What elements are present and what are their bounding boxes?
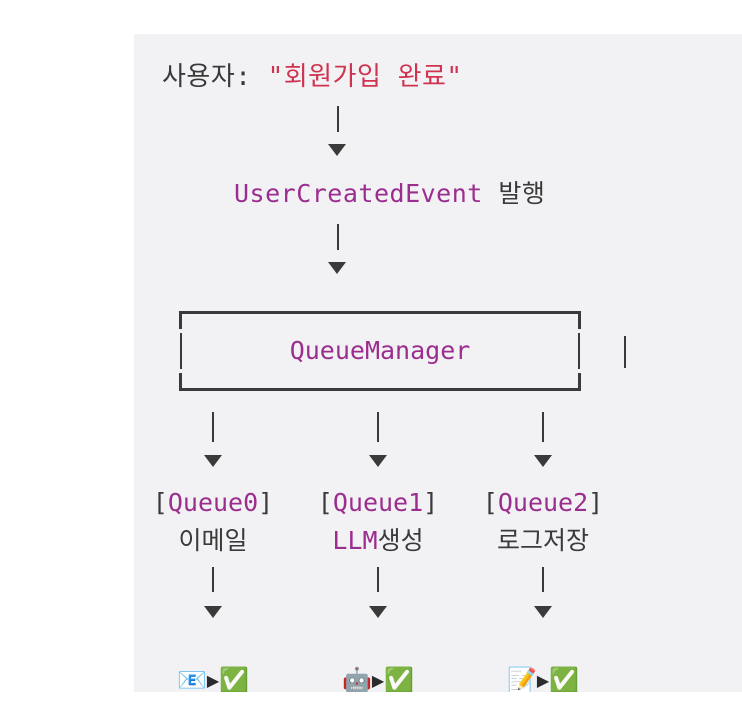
check-mark-icon: ✅ [549,666,580,692]
memo-icon: 📝 [506,666,537,692]
bracket-open: [ [152,488,168,517]
arrow-right-icon: ▶ [206,671,220,690]
queue-id-label: Queue2 [497,488,589,517]
queue-column-1: [Queue1] LLM생성 [293,488,463,556]
queue-description-code-1: LLM [332,525,378,555]
connector-arrow-manager-to-queue-0 [204,455,222,467]
connector-pipe-queue-0-to-result [212,567,214,592]
queue-result-0: 📧▶✅ [134,668,298,692]
connector-arrow-event-to-manager [328,262,346,274]
queue-description-text-1: 생성 [377,525,424,555]
user-message-text: "회원가입 완료" [267,62,463,92]
box-right-pipe [578,333,580,369]
queue-column-2: [Queue2] 로그저장 [458,488,628,556]
queue-name-1: [Queue1] [293,488,463,518]
event-published-line: UserCreatedEvent 발행 [234,181,545,206]
event-name: UserCreatedEvent [234,179,483,208]
connector-arrow-queue-0-to-result [204,606,222,618]
user-label: 사용자: [162,62,252,92]
queue-id-label: Queue1 [332,488,424,517]
bracket-close: ] [588,488,604,517]
bracket-close: ] [258,488,274,517]
queue-column-0: [Queue0] 이메일 [134,488,298,556]
queue-manager-label: QueueManager [289,336,471,365]
connector-pipe-manager-to-queue-1 [377,412,379,442]
connector-pipe-queue-1-to-result [377,567,379,592]
queue-description-2: 로그저장 [496,525,589,555]
connector-arrow-manager-to-queue-1 [369,455,387,467]
check-mark-icon: ✅ [219,666,250,692]
user-message-line: 사용자: "회원가입 완료" [162,64,463,90]
connector-arrow-queue-1-to-result [369,606,387,618]
connector-arrow-user-to-event [328,144,346,156]
robot-icon: 🤖 [341,666,372,692]
queue-id-label: Queue0 [167,488,259,517]
box-border-bottom [179,388,581,391]
bracket-open: [ [317,488,333,517]
queue-result-2: 📝▶✅ [458,668,628,692]
spacer [483,179,499,208]
connector-pipe-manager-to-queue-2 [542,412,544,442]
connector-pipe-user-to-event [337,106,339,132]
bracket-close: ] [423,488,439,517]
queue-description-1: LLM생성 [293,525,463,556]
email-icon: 📧 [176,666,207,692]
box-border-top [179,311,581,314]
arrow-right-icon: ▶ [536,671,550,690]
spacer [251,62,267,92]
queue-name-2: [Queue2] [458,488,628,518]
connector-arrow-manager-to-queue-2 [534,455,552,467]
check-mark-icon: ✅ [384,666,415,692]
connector-arrow-queue-2-to-result [534,606,552,618]
connector-pipe-event-to-manager [337,224,339,250]
connector-pipe-manager-to-queue-0 [212,412,214,442]
stray-pipe-glyph [624,336,626,368]
queue-name-0: [Queue0] [134,488,298,518]
bracket-open: [ [482,488,498,517]
connector-pipe-queue-2-to-result [542,567,544,592]
ascii-diagram-panel: 사용자: "회원가입 완료" UserCreatedEvent 발행 Queue… [134,34,742,692]
box-left-pipe [180,333,182,369]
queue-description-0: 이메일 [178,525,248,555]
arrow-right-icon: ▶ [371,671,385,690]
queue-manager-box: QueueManager [179,311,581,391]
event-action: 발행 [498,179,546,208]
queue-result-1: 🤖▶✅ [293,668,463,692]
